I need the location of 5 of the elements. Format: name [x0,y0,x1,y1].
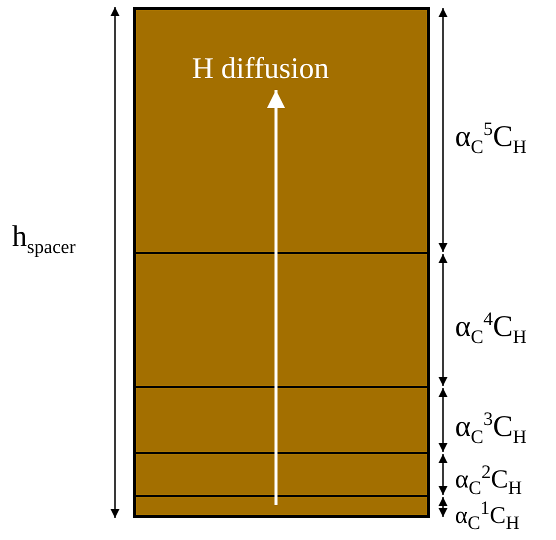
dimension-label: α$_{C}$$^{4}$C$_{H}$ [455,308,527,350]
dimension-label: h$_{spacer}$ [12,222,76,260]
dimension-label: α$_{C}$$^{5}$C$_{H}$ [455,118,527,160]
arrow-label: H diffusion [192,54,329,84]
dimension-label: α$_{C}$$^{3}$C$_{H}$ [455,408,527,450]
